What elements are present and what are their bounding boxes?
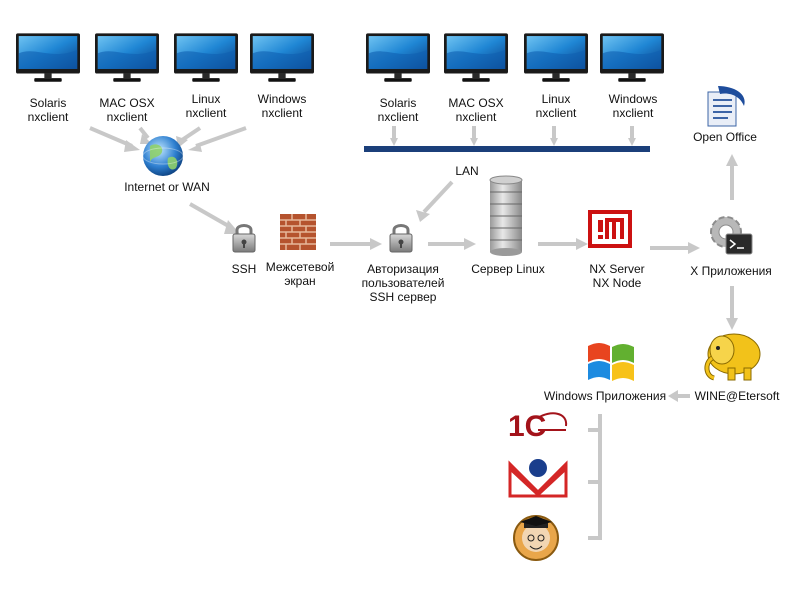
monitor-icon [16, 33, 80, 82]
wine-elephant-icon [704, 333, 761, 381]
monitor-icon [524, 33, 588, 82]
x-apps-label: X Приложения [690, 264, 772, 278]
arrow-heads [124, 134, 738, 402]
server-icon [489, 175, 523, 256]
windows-logo-icon [588, 343, 634, 381]
onec-logo-icon: 1С [508, 410, 568, 443]
lan-bus [364, 146, 650, 152]
firewall-icon [280, 214, 316, 250]
globe-icon [142, 136, 184, 176]
windows-apps-label: Windows Приложения [543, 389, 667, 403]
lan-label: LAN [455, 164, 479, 178]
connector-arrows [89, 126, 734, 540]
open-office-icon [707, 86, 745, 127]
monitor-icon [95, 33, 159, 82]
monitor-icon [600, 33, 664, 82]
nx-logo-icon [588, 210, 632, 248]
monitor-icon [444, 33, 508, 82]
lock-icon [389, 224, 413, 253]
monitor-icon [174, 33, 238, 82]
server-label: Сервер Linux [471, 262, 545, 276]
professor-logo-icon [513, 515, 559, 561]
monitor-icon [366, 33, 430, 82]
monitor-icon [250, 33, 314, 82]
app-logo-icon [508, 459, 568, 498]
ssh-label: SSH [231, 262, 257, 276]
wine-label: WINE@Etersoft [694, 389, 780, 403]
open-office-label: Open Office [693, 130, 757, 144]
terminal-icon [725, 233, 753, 255]
internet-label: Internet or WAN [124, 180, 210, 194]
lock-icon [232, 224, 256, 253]
onec-logo-text: 1С [508, 410, 546, 443]
